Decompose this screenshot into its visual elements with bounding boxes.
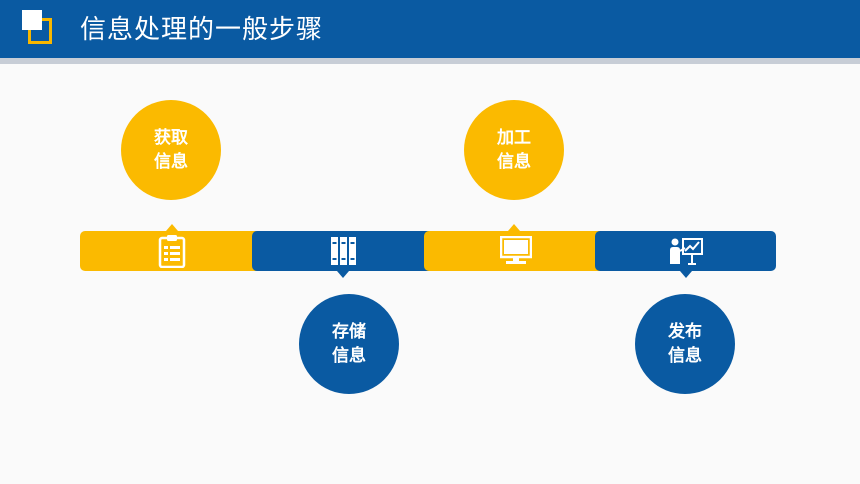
pointer-process bbox=[508, 224, 520, 231]
pointer-acquire bbox=[166, 224, 178, 231]
timeline-segment-process bbox=[424, 231, 608, 271]
step-process-label: 加工 信息 bbox=[497, 128, 531, 172]
binders-icon bbox=[331, 237, 356, 265]
step-store-label: 存储 信息 bbox=[332, 322, 366, 366]
pointer-publish bbox=[680, 271, 692, 278]
pointer-store bbox=[337, 271, 349, 278]
timeline-segment-store bbox=[252, 231, 436, 271]
step-store-circle: 存储 信息 bbox=[299, 294, 399, 394]
header-bar: 信息处理的一般步骤 bbox=[0, 0, 860, 58]
step-publish-circle: 发布 信息 bbox=[635, 294, 735, 394]
presentation-icon bbox=[669, 238, 703, 265]
timeline-segment-publish bbox=[595, 231, 776, 271]
logo-squares-icon bbox=[22, 10, 62, 50]
step-publish-label: 发布 信息 bbox=[668, 322, 702, 366]
clipboard-icon bbox=[158, 235, 186, 268]
header-divider bbox=[0, 58, 860, 64]
step-process-circle: 加工 信息 bbox=[464, 100, 564, 200]
page-title: 信息处理的一般步骤 bbox=[80, 15, 324, 45]
monitor-icon bbox=[500, 236, 532, 264]
timeline-segment-acquire bbox=[80, 231, 264, 271]
step-acquire-label: 获取 信息 bbox=[154, 128, 188, 172]
step-acquire-circle: 获取 信息 bbox=[121, 100, 221, 200]
